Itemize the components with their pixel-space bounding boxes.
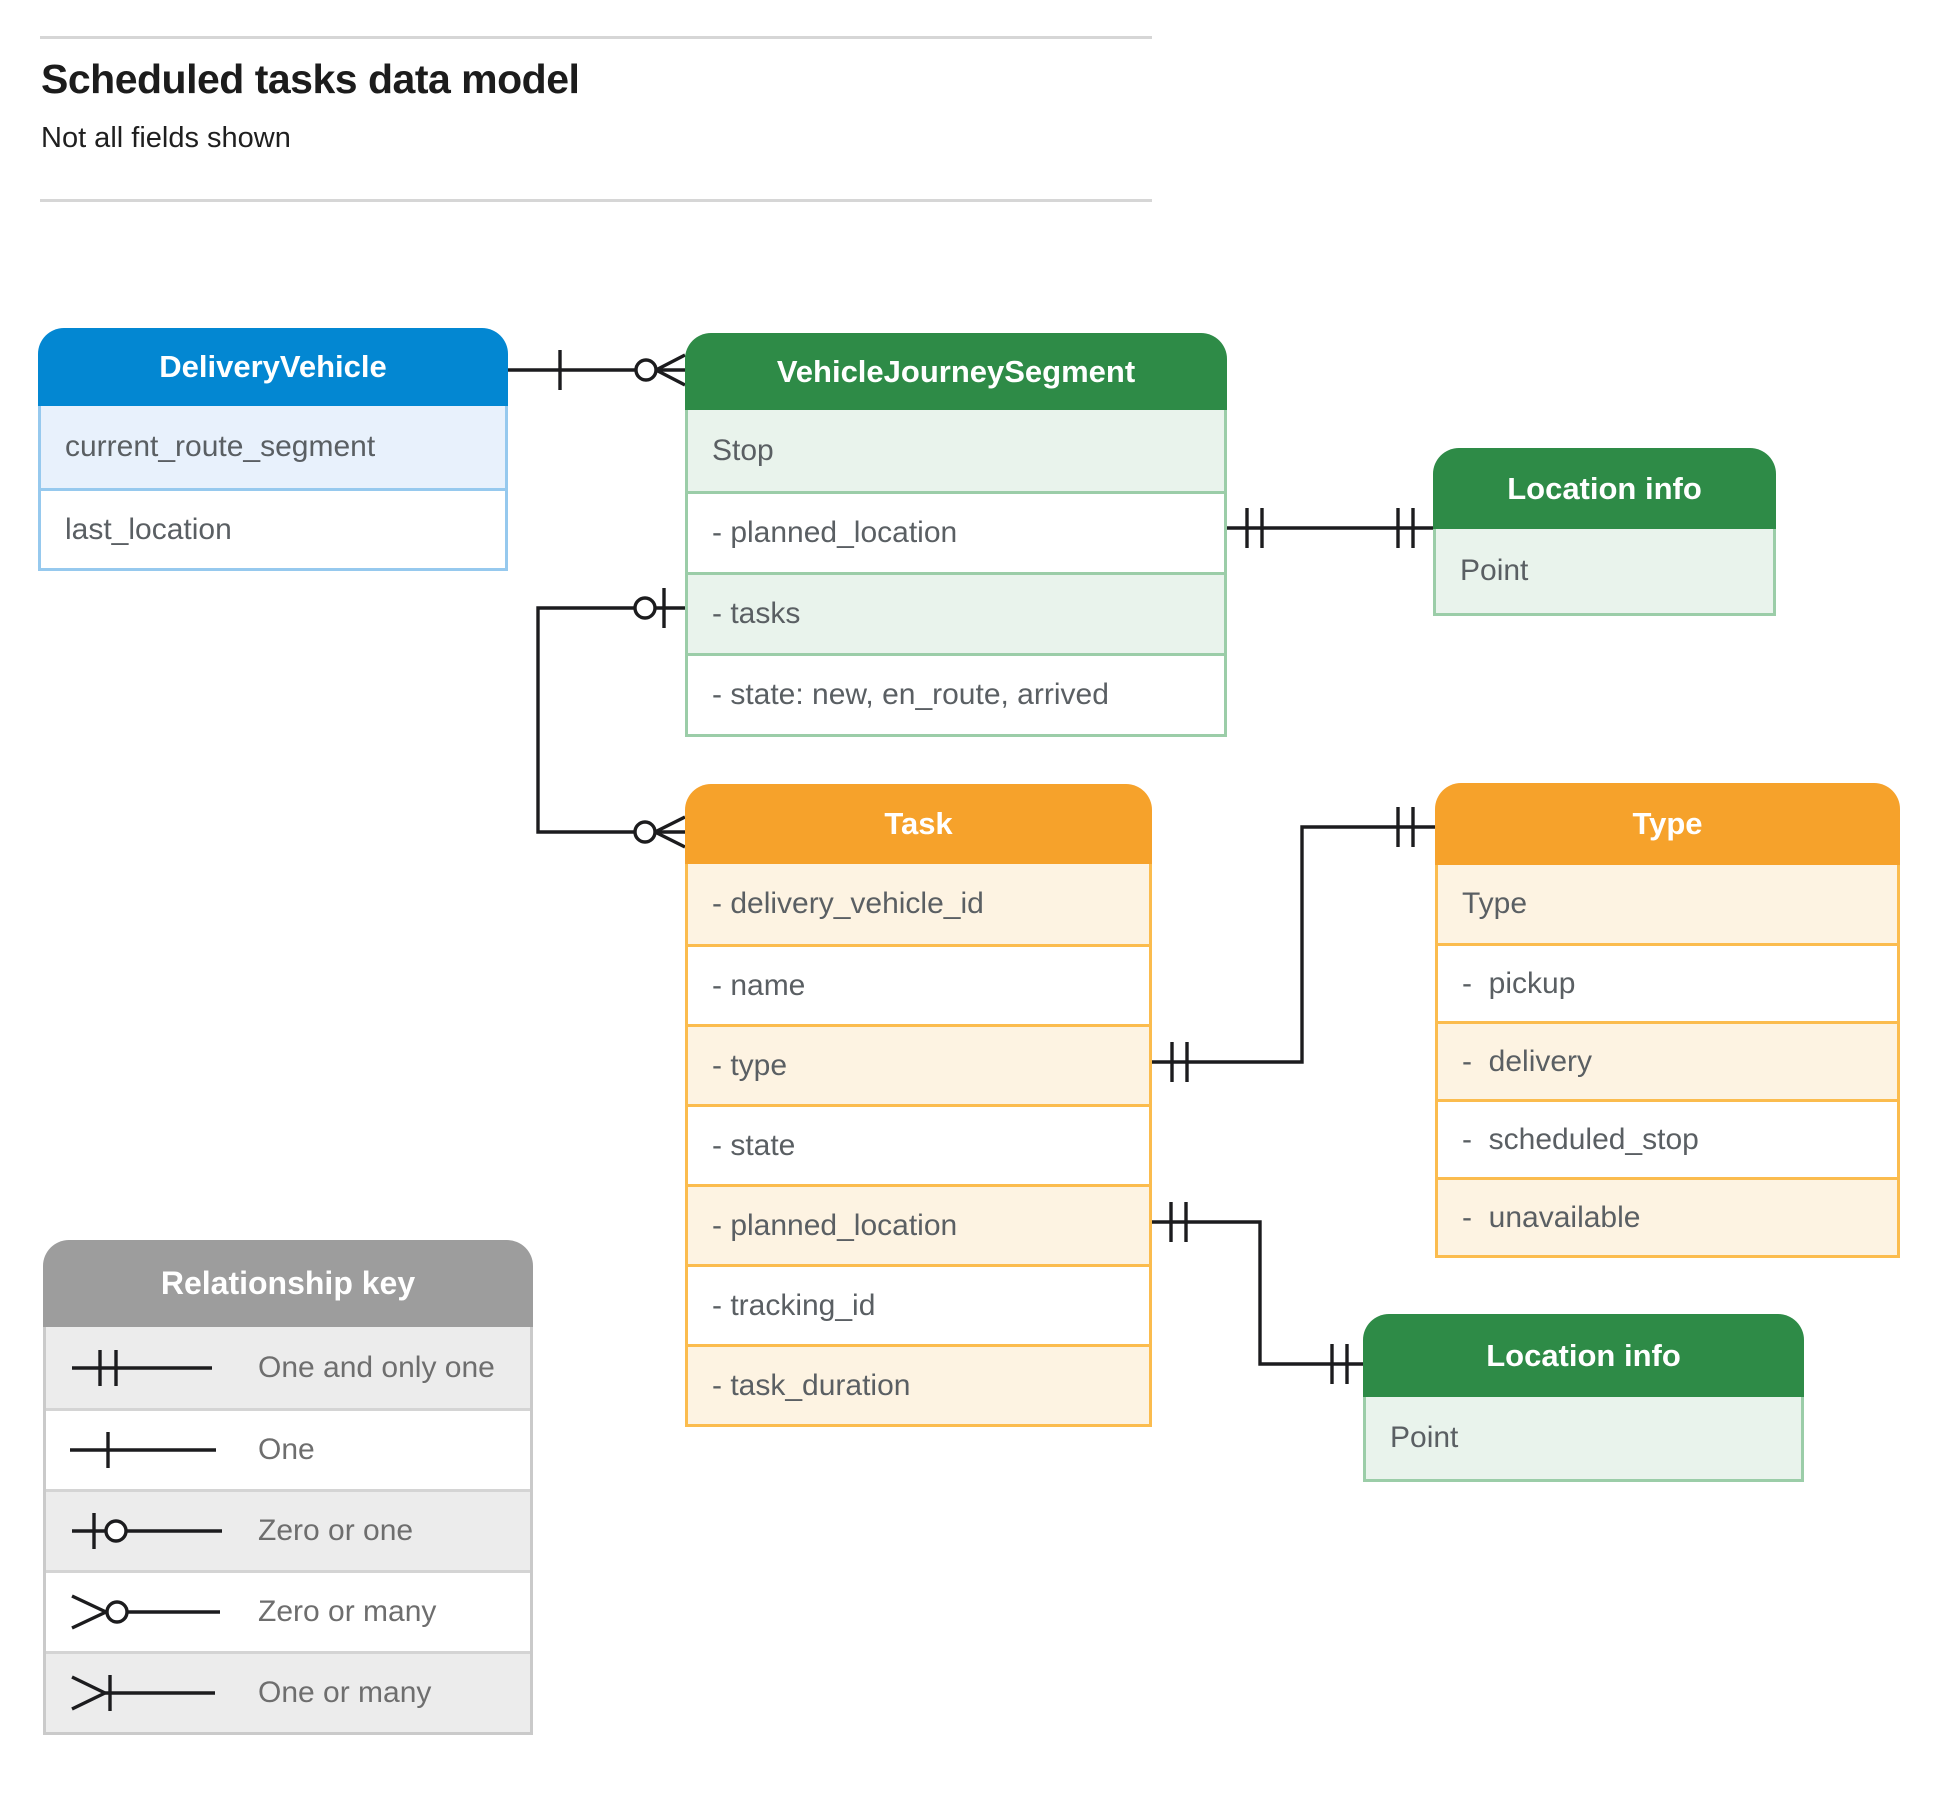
- key-row-one-and-only-one: One and only one: [46, 1327, 530, 1408]
- field-label: Point: [1390, 1421, 1459, 1454]
- entity-task-title: Task: [685, 784, 1152, 864]
- field-label: - state: [712, 1128, 796, 1162]
- entity-vehiclejourneysegment: VehicleJourneySegment Stop - planned_loc…: [685, 333, 1227, 737]
- field-row: - planned_location: [688, 491, 1224, 572]
- field-label: Point: [1460, 554, 1529, 587]
- field-label: - task_duration: [712, 1368, 911, 1402]
- entity-locationinfo-top-body: Point: [1433, 529, 1776, 616]
- entity-type-body: Type - pickup - delivery - scheduled_sto…: [1435, 865, 1900, 1258]
- field-label: - planned_location: [712, 516, 958, 549]
- field-row: - state: [688, 1104, 1149, 1184]
- field-label: - delivery_vehicle_id: [712, 887, 984, 920]
- key-row-zero-or-one: Zero or one: [46, 1489, 530, 1570]
- field-label: - scheduled_stop: [1462, 1122, 1699, 1156]
- entity-type: Type Type - pickup - delivery - schedule…: [1435, 783, 1900, 1258]
- field-row: - tracking_id: [688, 1264, 1149, 1344]
- entity-deliveryvehicle: DeliveryVehicle current_route_segment la…: [38, 328, 508, 571]
- zero-or-one-icon: [72, 1513, 222, 1549]
- field-row: - planned_location: [688, 1184, 1149, 1264]
- connector-deliveryvehicle-vehiclejourneysegment: [508, 350, 686, 390]
- key-row-zero-or-many: Zero or many: [46, 1570, 530, 1651]
- field-row: - name: [688, 944, 1149, 1024]
- entity-deliveryvehicle-title: DeliveryVehicle: [38, 328, 508, 406]
- zero-or-many-icon: [71, 1594, 220, 1630]
- field-label: - unavailable: [1462, 1200, 1641, 1234]
- connector-task-locationinfo-bottom: [1152, 1202, 1363, 1384]
- entity-locationinfo-top: Location info Point: [1433, 448, 1776, 616]
- key-label: Zero or one: [258, 1514, 414, 1547]
- connector-vjs-locationinfo-top: [1227, 508, 1433, 548]
- key-row-one-or-many: One or many: [46, 1651, 530, 1732]
- key-label: One or many: [258, 1676, 432, 1709]
- field-row: - delivery: [1438, 1021, 1897, 1099]
- field-row: last_location: [41, 488, 505, 568]
- key-label: Zero or many: [258, 1595, 437, 1628]
- field-label: - tracking_id: [712, 1288, 876, 1322]
- key-label: One and only one: [258, 1350, 495, 1384]
- field-label: - state: new, en_route, arrived: [712, 678, 1109, 711]
- field-row: current_route_segment: [41, 406, 505, 488]
- field-row: - type: [688, 1024, 1149, 1104]
- one-icon: [70, 1432, 216, 1468]
- field-label: - planned_location: [712, 1208, 958, 1242]
- page-title: Scheduled tasks data model: [41, 56, 580, 102]
- field-label: current_route_segment: [65, 430, 376, 463]
- field-row: - delivery_vehicle_id: [688, 864, 1149, 944]
- entity-locationinfo-bottom-body: Point: [1363, 1397, 1804, 1482]
- field-label: Stop: [712, 433, 774, 467]
- one-or-many-icon: [71, 1675, 215, 1711]
- field-label: last_location: [65, 512, 232, 546]
- connector-task-type: [1152, 807, 1435, 1082]
- entity-vehiclejourneysegment-body: Stop - planned_location - tasks - state:…: [685, 410, 1227, 737]
- entity-type-title: Type: [1435, 783, 1900, 865]
- field-label: Type: [1462, 887, 1528, 920]
- entity-locationinfo-bottom: Location info Point: [1363, 1314, 1804, 1482]
- field-row: Stop: [688, 410, 1224, 491]
- field-row: Point: [1436, 529, 1773, 613]
- one-and-only-one-icon: [72, 1349, 212, 1386]
- field-row: - tasks: [688, 572, 1224, 653]
- field-row: - scheduled_stop: [1438, 1099, 1897, 1177]
- field-row: Point: [1366, 1397, 1801, 1479]
- entity-locationinfo-bottom-title: Location info: [1363, 1314, 1804, 1397]
- connector-vjs-task: [536, 588, 686, 849]
- field-row: Type: [1438, 865, 1897, 943]
- subtitle-rule: [40, 199, 1152, 202]
- entity-locationinfo-top-title: Location info: [1433, 448, 1776, 529]
- top-rule: [40, 36, 1152, 39]
- field-label: - type: [712, 1048, 788, 1082]
- relationship-key-title: Relationship key: [43, 1240, 533, 1327]
- entity-task-body: - delivery_vehicle_id - name - type - st…: [685, 864, 1152, 1427]
- page-subtitle: Not all fields shown: [41, 122, 291, 154]
- field-row: - state: new, en_route, arrived: [688, 653, 1224, 734]
- field-row: - unavailable: [1438, 1177, 1897, 1255]
- entity-deliveryvehicle-body: current_route_segment last_location: [38, 406, 508, 571]
- field-label: - name: [712, 968, 806, 1002]
- field-label: - tasks: [712, 597, 801, 630]
- field-label: - delivery: [1462, 1044, 1593, 1078]
- relationship-key: Relationship key One and only one One: [43, 1240, 533, 1735]
- entity-vehiclejourneysegment-title: VehicleJourneySegment: [685, 333, 1227, 410]
- key-row-one: One: [46, 1408, 530, 1489]
- relationship-key-body: One and only one One Zero or one: [43, 1327, 533, 1735]
- field-row: - task_duration: [688, 1344, 1149, 1424]
- field-row: - pickup: [1438, 943, 1897, 1021]
- key-label: One: [258, 1433, 315, 1466]
- field-label: - pickup: [1462, 966, 1576, 1000]
- entity-task: Task - delivery_vehicle_id - name - type…: [685, 784, 1152, 1427]
